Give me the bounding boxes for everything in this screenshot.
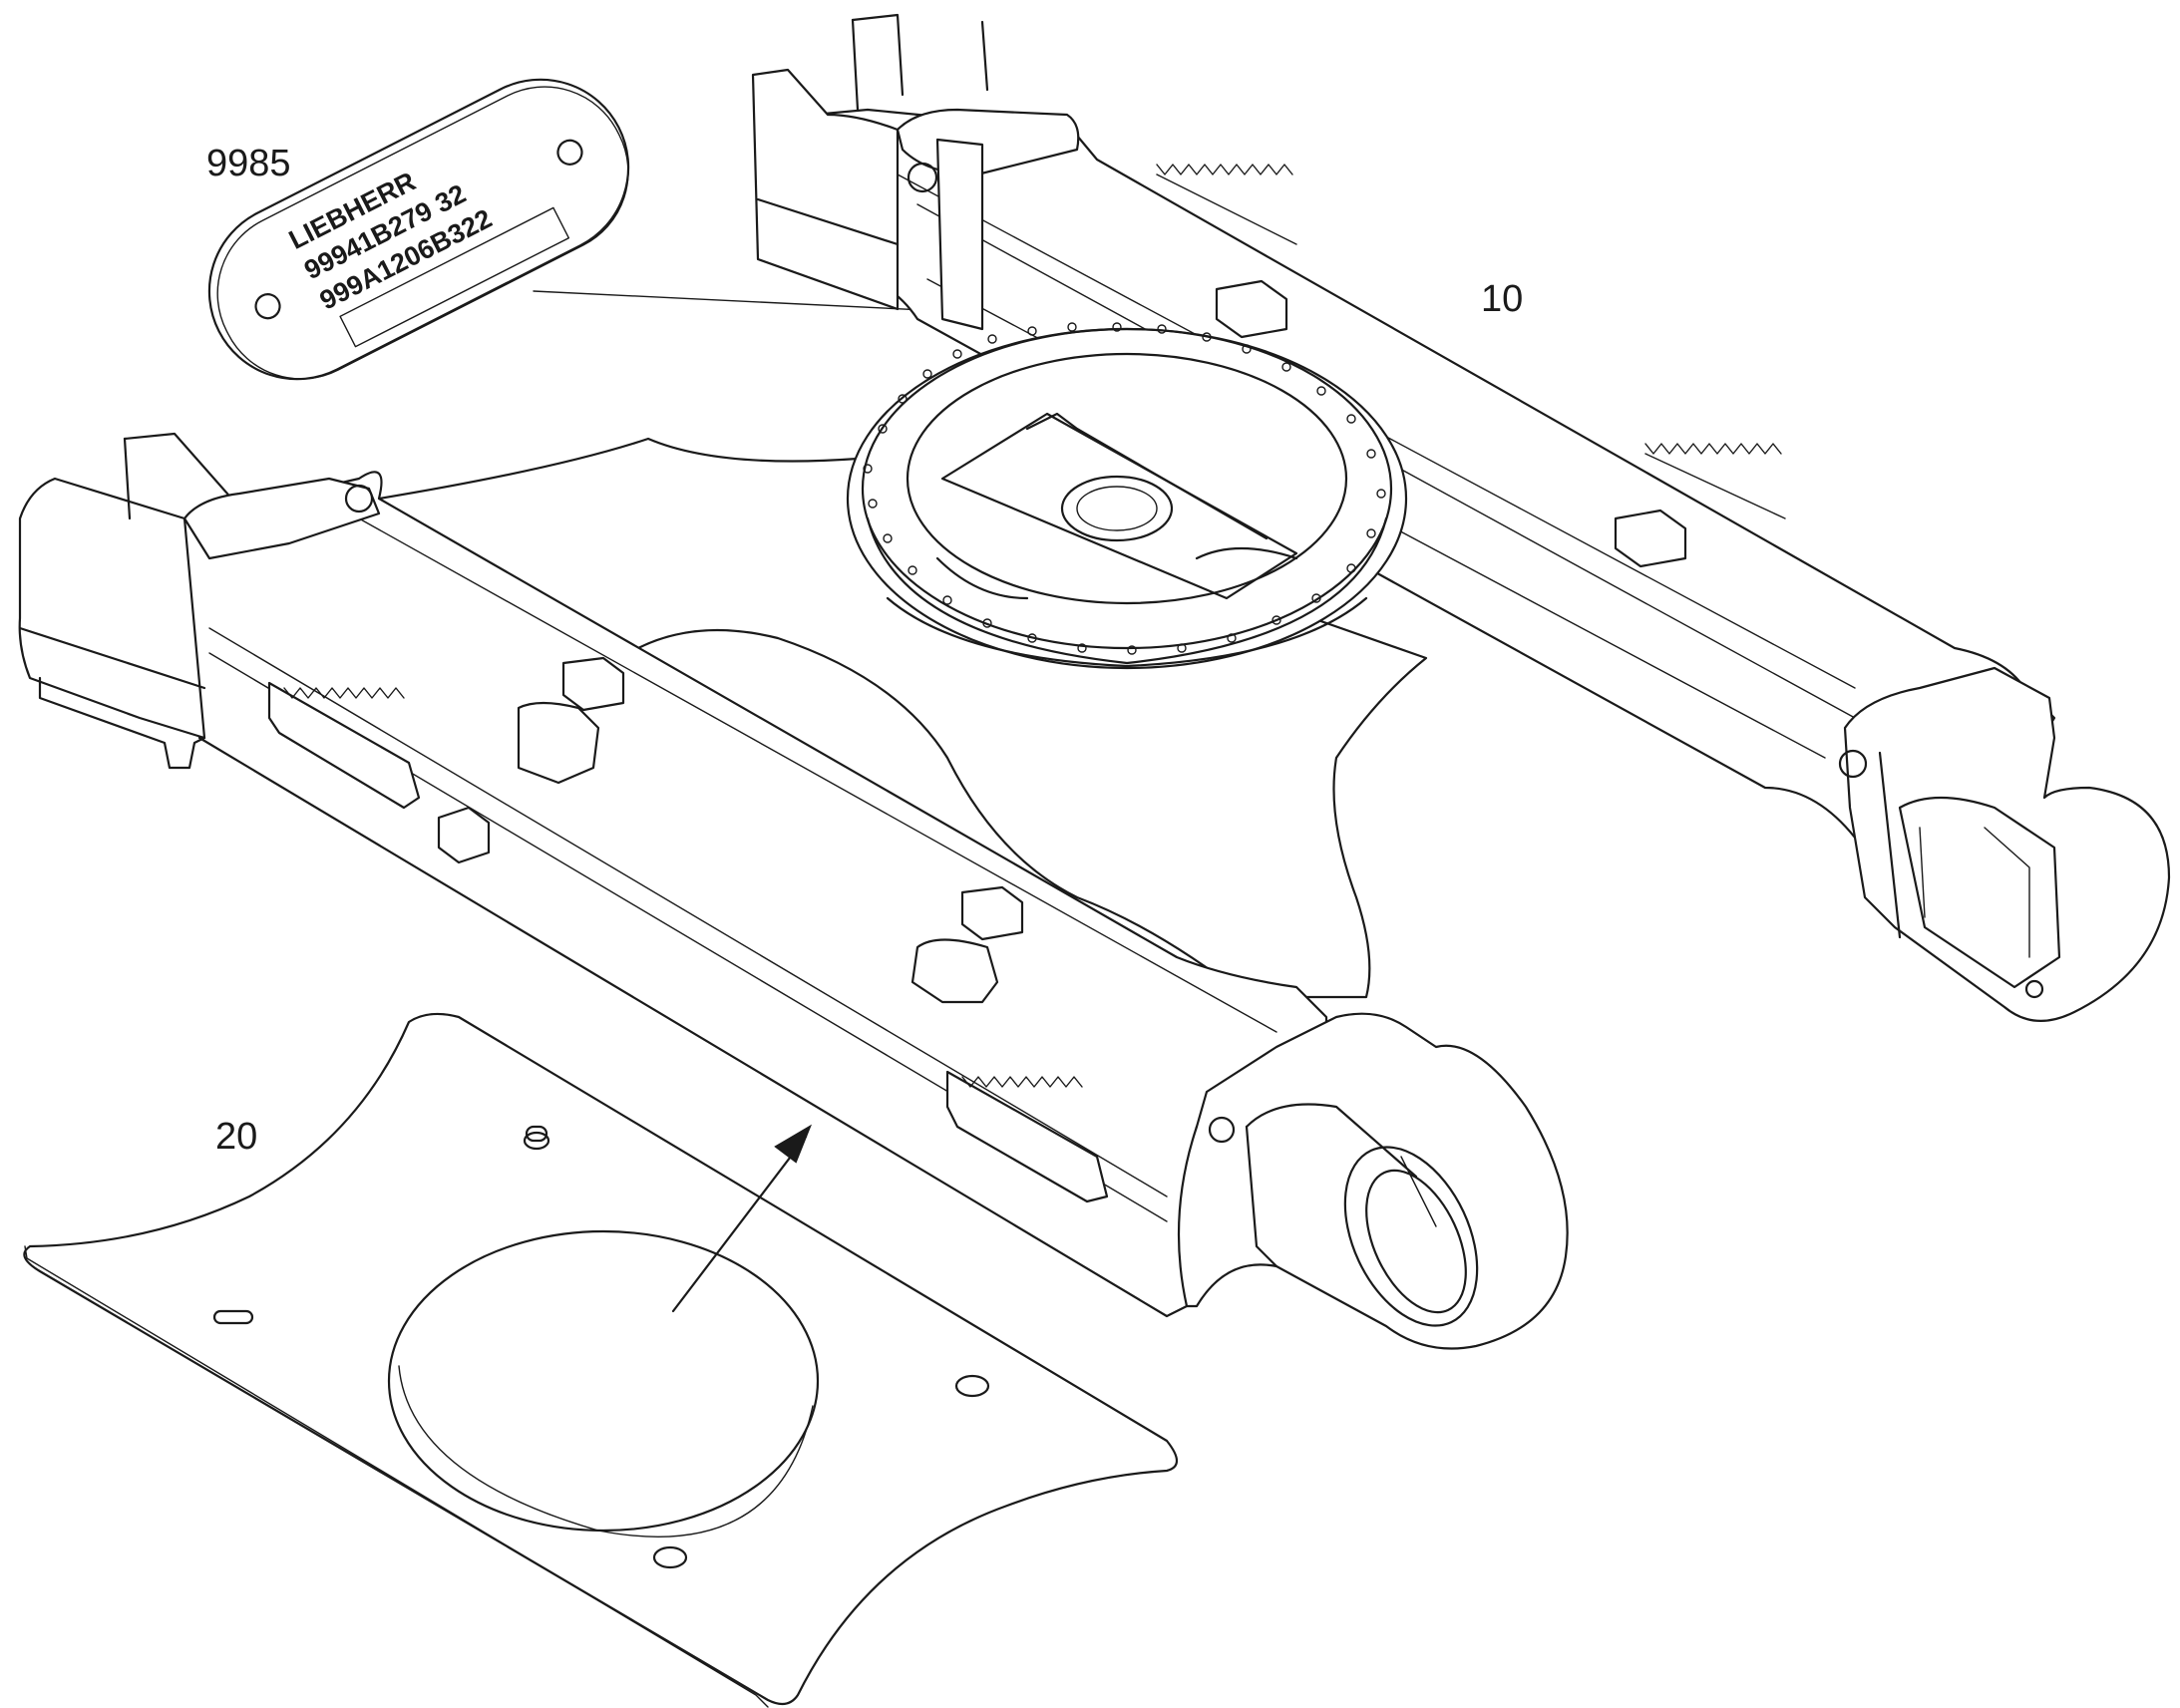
callout-10: 10 bbox=[1481, 278, 1523, 320]
nameplate-icon: LIEBHERR 99941B279 32 999A1206B322 bbox=[207, 78, 630, 381]
cover-plate-icon bbox=[23, 1012, 1179, 1708]
install-arrow-icon bbox=[671, 1124, 813, 1313]
undercarriage-frame-icon bbox=[18, 13, 2171, 1350]
callout-20: 20 bbox=[215, 1116, 257, 1158]
ring-bolt-holes bbox=[863, 322, 1386, 655]
callout-9985: 9985 bbox=[206, 143, 291, 184]
